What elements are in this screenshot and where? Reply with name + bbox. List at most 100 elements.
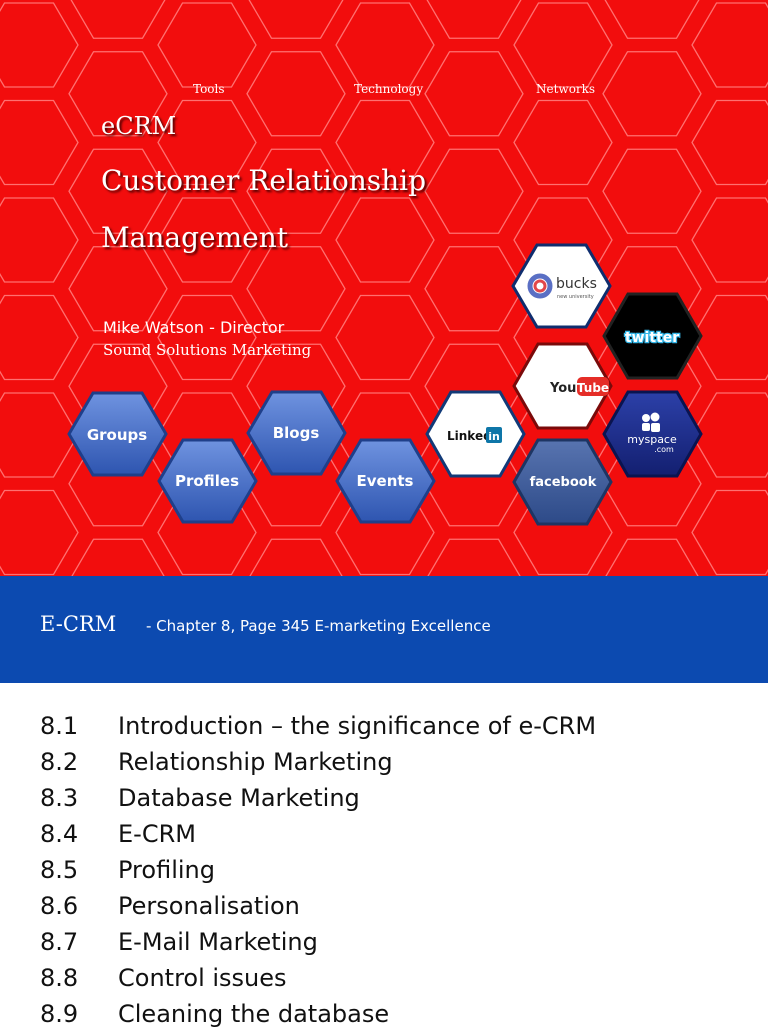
background-hexagon [157, 2, 257, 88]
background-hexagon [68, 246, 168, 332]
youtube-tube-box [577, 377, 609, 396]
groups-button[interactable]: Groups [67, 391, 168, 477]
blogs-button[interactable]: Blogs [246, 390, 347, 476]
toc-item-number: 8.1 [40, 712, 79, 740]
banner-title: E-CRM [40, 612, 117, 636]
toc-item: 8.8 Control issues [40, 964, 760, 1000]
background-hexagon [335, 2, 435, 88]
toc-item-title: Cleaning the database [118, 1000, 390, 1028]
background-hexagon [691, 2, 768, 88]
linkedin-logo[interactable]: Linked in [425, 390, 526, 478]
background-hexagon [0, 392, 79, 478]
background-hexagon [0, 2, 79, 88]
toc-item-number: 8.3 [40, 784, 79, 812]
bucks-text: bucks [556, 276, 597, 292]
linkedin-text: Linked [447, 429, 492, 443]
toc-item-title: E-CRM [118, 820, 196, 848]
background-hexagon [157, 99, 257, 186]
facebook-text: facebook [530, 475, 597, 490]
nav-label-tools: Tools [193, 82, 225, 96]
chapter-banner [0, 576, 768, 683]
background-hexagon [157, 197, 257, 283]
banner-subtitle: - Chapter 8, Page 345 E-marketing Excell… [146, 617, 491, 635]
toc-item-number: 8.8 [40, 964, 79, 992]
toc-item-title: Relationship Marketing [118, 748, 393, 776]
slide-title-ecrm: eCRM [101, 112, 177, 140]
toc-item: 8.5 Profiling [40, 856, 760, 892]
background-hexagon [246, 51, 346, 137]
toc-item-title: Database Marketing [118, 784, 360, 812]
background-hexagon [602, 148, 702, 234]
profiles-button[interactable]: Profiles [157, 438, 258, 524]
toc-item: 8.4 E-CRM [40, 820, 760, 856]
background-hexagon [0, 489, 79, 576]
linkedin-in: in [488, 430, 500, 443]
toc-item-number: 8.4 [40, 820, 79, 848]
blogs-label: Blogs [273, 424, 320, 442]
events-label: Events [357, 472, 414, 490]
youtube-logo[interactable]: You Tube [512, 342, 613, 430]
hexagon-graphics: Groups Profiles Blogs Events bucks new u… [67, 243, 703, 526]
background-hexagon [248, 0, 344, 39]
youtube-you: You [549, 381, 576, 396]
background-hexagon [426, 0, 522, 39]
toc-item-title: Introduction – the significance of e-CRM [118, 712, 597, 740]
title-slide: Tools Technology Networks eCRM Customer … [0, 0, 768, 576]
nav-label-networks: Networks [536, 82, 596, 96]
toc-item-title: E-Mail Marketing [118, 928, 318, 956]
myspace-com: .com [654, 445, 674, 454]
background-hexagon [70, 0, 166, 39]
background-hexagon [424, 51, 524, 137]
background-hexagon [246, 148, 346, 234]
toc-item: 8.1 Introduction – the significance of e-… [40, 712, 760, 748]
twitter-text: twitter [625, 330, 679, 346]
toc-item-title: Personalisation [118, 892, 300, 920]
toc-item-title: Profiling [118, 856, 215, 884]
background-hexagon [68, 51, 168, 137]
slide-title-line3: Management [101, 221, 288, 254]
linkedin-in-box [486, 427, 502, 443]
toc-item: 8.7 E-Mail Marketing [40, 928, 760, 964]
toc-item: 8.3 Database Marketing [40, 784, 760, 820]
myspace-people-icon [642, 412, 660, 432]
background-hexagon [335, 99, 435, 186]
groups-label: Groups [87, 426, 147, 444]
bucks-logo[interactable]: bucks new university [511, 243, 612, 329]
background-hexagon [424, 246, 524, 332]
background-hexagon [605, 538, 699, 576]
events-button[interactable]: Events [335, 438, 436, 524]
profiles-label: Profiles [175, 472, 239, 490]
background-hexagon [335, 294, 435, 381]
toc-item-number: 8.5 [40, 856, 79, 884]
toc-item-title: Control issues [118, 964, 287, 992]
bucks-subtext: new university [557, 294, 594, 300]
background-hexagon [0, 99, 79, 186]
background-hexagon [335, 197, 435, 283]
background-hexagon [246, 246, 346, 332]
background-hexagon [0, 294, 79, 381]
twitter-logo[interactable]: twitter [602, 292, 703, 380]
background-hexagon [513, 99, 613, 186]
facebook-logo[interactable]: facebook [512, 438, 613, 526]
nav-label-technology: Technology [354, 82, 424, 96]
background-hexagon [513, 2, 613, 88]
background-hexagon [691, 489, 768, 576]
background-hexagon [157, 294, 257, 381]
author-name: Mike Watson - Director [103, 318, 285, 337]
background-hexagon [602, 51, 702, 137]
youtube-tube: Tube [577, 381, 609, 395]
toc-item-number: 8.7 [40, 928, 79, 956]
background-hexagon [427, 538, 521, 576]
background-hexagon [604, 0, 700, 39]
background-hexagon [691, 197, 768, 283]
company-name: Sound Solutions Marketing [103, 341, 312, 359]
table-of-contents: 8.1 Introduction – the significance of e-… [40, 712, 760, 1036]
background-hexagon [424, 148, 524, 234]
toc-item-number: 8.2 [40, 748, 79, 776]
toc-item: 8.2 Relationship Marketing [40, 748, 760, 784]
background-hexagon [71, 538, 165, 576]
background-hexagon [0, 197, 79, 283]
background-hexagon [691, 99, 768, 186]
myspace-logo[interactable]: myspace .com [602, 390, 703, 478]
